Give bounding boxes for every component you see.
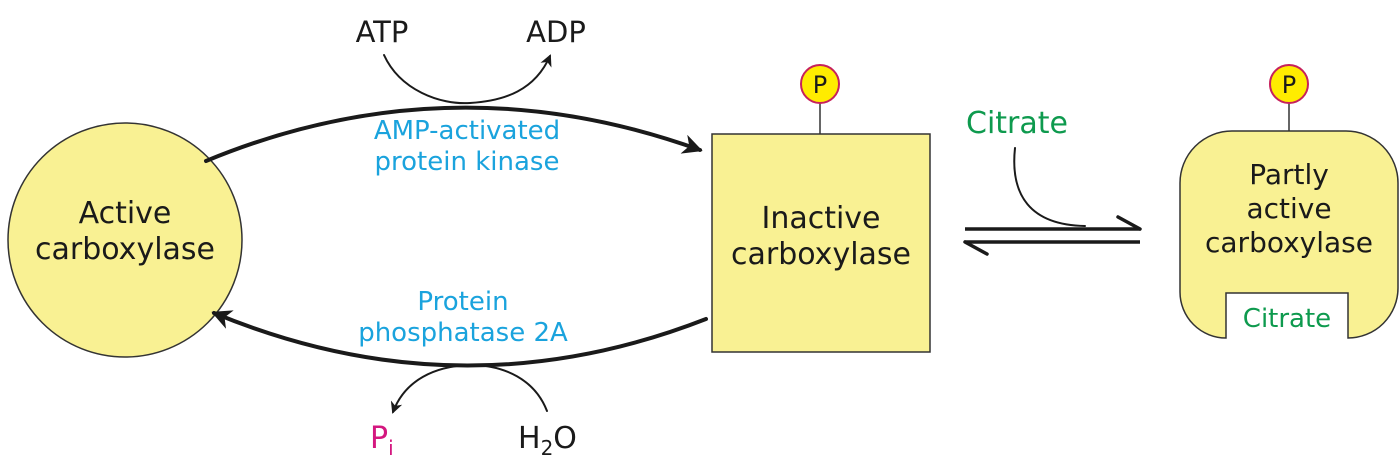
inactive-carboxylase-label-line2: carboxylase	[731, 237, 911, 272]
phosphate-label-inactive: P	[813, 71, 827, 99]
water-h: H	[518, 421, 541, 456]
phosphatase-label-line1: Protein	[417, 287, 508, 317]
water-label: H2O	[518, 421, 577, 460]
citrate-binding-curve	[1013, 147, 1086, 227]
phosphatase-label-line2: phosphatase 2A	[358, 318, 568, 348]
kinase-arrow	[204, 105, 703, 163]
water-to-pi-arrow	[390, 363, 548, 414]
partly-active-label-line3: carboxylase	[1205, 226, 1373, 259]
pi-main: P	[370, 421, 388, 456]
active-carboxylase-label-line2: carboxylase	[35, 232, 215, 267]
partly-active-label-line1: Partly	[1249, 158, 1329, 191]
pi-subscript: i	[388, 436, 394, 460]
kinase-label-line2: protein kinase	[375, 147, 560, 177]
active-carboxylase-label-line1: Active	[79, 196, 172, 231]
equilibrium-reverse-barb	[963, 240, 989, 256]
citrate-input-label: Citrate	[966, 106, 1068, 141]
phosphate-label-partly: P	[1282, 71, 1296, 99]
active-carboxylase-node	[7, 122, 243, 358]
pi-label: Pi	[370, 421, 394, 460]
adp-label: ADP	[526, 15, 586, 49]
bound-citrate-label: Citrate	[1243, 304, 1331, 334]
inactive-carboxylase-node	[711, 133, 931, 353]
partly-active-label-line2: active	[1246, 192, 1331, 225]
kinase-label-line1: AMP-activated	[374, 116, 560, 146]
water-o: O	[553, 421, 577, 456]
partly-active-carboxylase-node	[1179, 130, 1399, 339]
atp-label: ATP	[356, 15, 409, 49]
atp-to-adp-arrow	[383, 54, 552, 105]
water-subscript: 2	[541, 436, 554, 460]
phosphate-group-inactive	[800, 64, 840, 104]
phosphate-group-partly	[1269, 64, 1309, 104]
equilibrium-forward-barb	[1116, 215, 1142, 231]
inactive-carboxylase-label-line1: Inactive	[761, 201, 880, 236]
